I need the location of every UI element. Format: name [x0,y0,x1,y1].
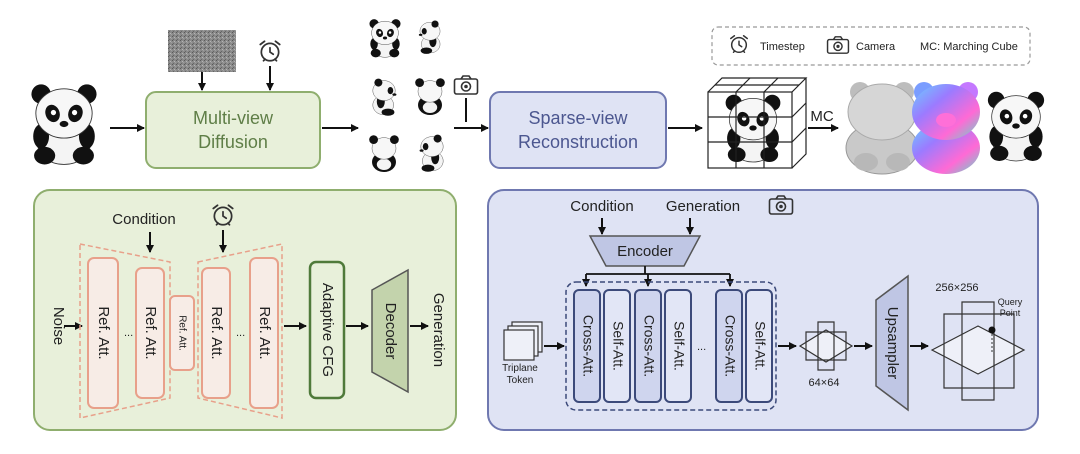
multiview-images [368,18,446,173]
adaptive-cfg-label: Adaptive CFG [319,283,336,377]
large-triplane-icon [930,301,1026,401]
cross-att-label-3: Cross-Att. [722,315,738,377]
reconstruction-line1: Sparse-view [528,108,628,128]
transformer-container [565,281,777,411]
cross-att-block-3: Cross-Att. [715,289,743,403]
timestep-clock-icon [259,40,281,62]
multiview-diffusion-line2: Diffusion [198,132,268,152]
small-triplane-icon [798,321,854,371]
ref-att-block-middle: Ref. Att. [169,295,195,371]
decoder-block: Decoder [371,268,409,394]
query-label-2: Point [1000,308,1021,318]
ref-att-label-4: Ref. Att. [256,306,273,359]
ref-att-label-1: Ref. Att. [95,306,112,359]
ref-att-label-2: Ref. Att. [142,306,159,359]
self-att-label-1: Self-Att. [610,321,626,371]
multiview-diffusion-box: Multi-view Diffusion [145,91,321,169]
legend-box: Timestep Camera MC: Marching Cube [711,26,1031,66]
reconstruction-line2: Reconstruction [518,132,638,152]
triplane-label-1: Triplane [502,363,538,374]
cross-att-label-1: Cross-Att. [580,315,596,377]
gray-mesh-output [845,82,919,175]
cross-att-block-2: Cross-Att. [634,289,662,403]
cross-att-label-2: Cross-Att. [641,315,657,377]
voxel-grid-panda [707,77,808,169]
multiview-diffusion-line1: Multi-view [193,108,274,128]
decoder-label: Decoder [382,303,399,360]
size-64-label: 64×64 [809,377,840,389]
left-condition-label: Condition [112,211,175,228]
normal-map-output [912,82,980,174]
ellipsis-right: ... [697,341,706,353]
query-point-marker [988,326,996,354]
ellipsis-left-1: ... [124,327,133,339]
ref-att-block-4: Ref. Att. [249,257,279,409]
legend-timestep: Timestep [760,41,805,53]
upsampler-block: Upsampler [875,274,909,412]
input-panda-image [30,83,98,165]
decoder-trapezoid [197,243,283,419]
legend-mc: MC: Marching Cube [920,41,1018,53]
query-label-1: Query [998,297,1023,307]
legend-camera: Camera [856,41,896,53]
mc-label: MC [810,108,833,125]
encoder-trapezoid [79,243,171,419]
right-condition-label: Condition [570,198,633,215]
triplane-label-2: Token [507,375,534,386]
ref-att-block-3: Ref. Att. [201,267,231,399]
adaptive-cfg-block: Adaptive CFG [308,260,346,400]
size-256-label: 256×256 [935,282,978,294]
self-att-label-3: Self-Att. [752,321,768,371]
ref-att-block-2: Ref. Att. [135,267,165,399]
right-generation-label: Generation [666,198,740,215]
left-generation-label: Generation [430,293,447,367]
encoder-distribution-lines [582,266,734,287]
triplane-token-icon [503,321,543,361]
sparse-view-reconstruction-box: Sparse-view Reconstruction [489,91,667,169]
upsampler-label: Upsampler [884,307,901,380]
ref-att-block-1: Ref. Att. [87,257,119,409]
encoder-block: Encoder [588,235,702,267]
self-att-block-1: Self-Att. [603,289,631,403]
self-att-block-2: Self-Att. [664,289,692,403]
views-camera-icon [453,75,479,95]
ellipsis-left-2: ... [236,327,245,339]
self-att-label-2: Self-Att. [671,321,687,371]
ref-att-label-3: Ref. Att. [208,306,225,359]
self-att-block-3: Self-Att. [745,289,773,403]
noise-image [168,30,236,72]
noise-label: Noise [50,307,67,345]
encoder-label: Encoder [617,243,673,260]
ref-att-label-middle: Ref. Att. [176,315,187,351]
textured-panda-output [987,91,1045,162]
cross-att-block-1: Cross-Att. [573,289,601,403]
